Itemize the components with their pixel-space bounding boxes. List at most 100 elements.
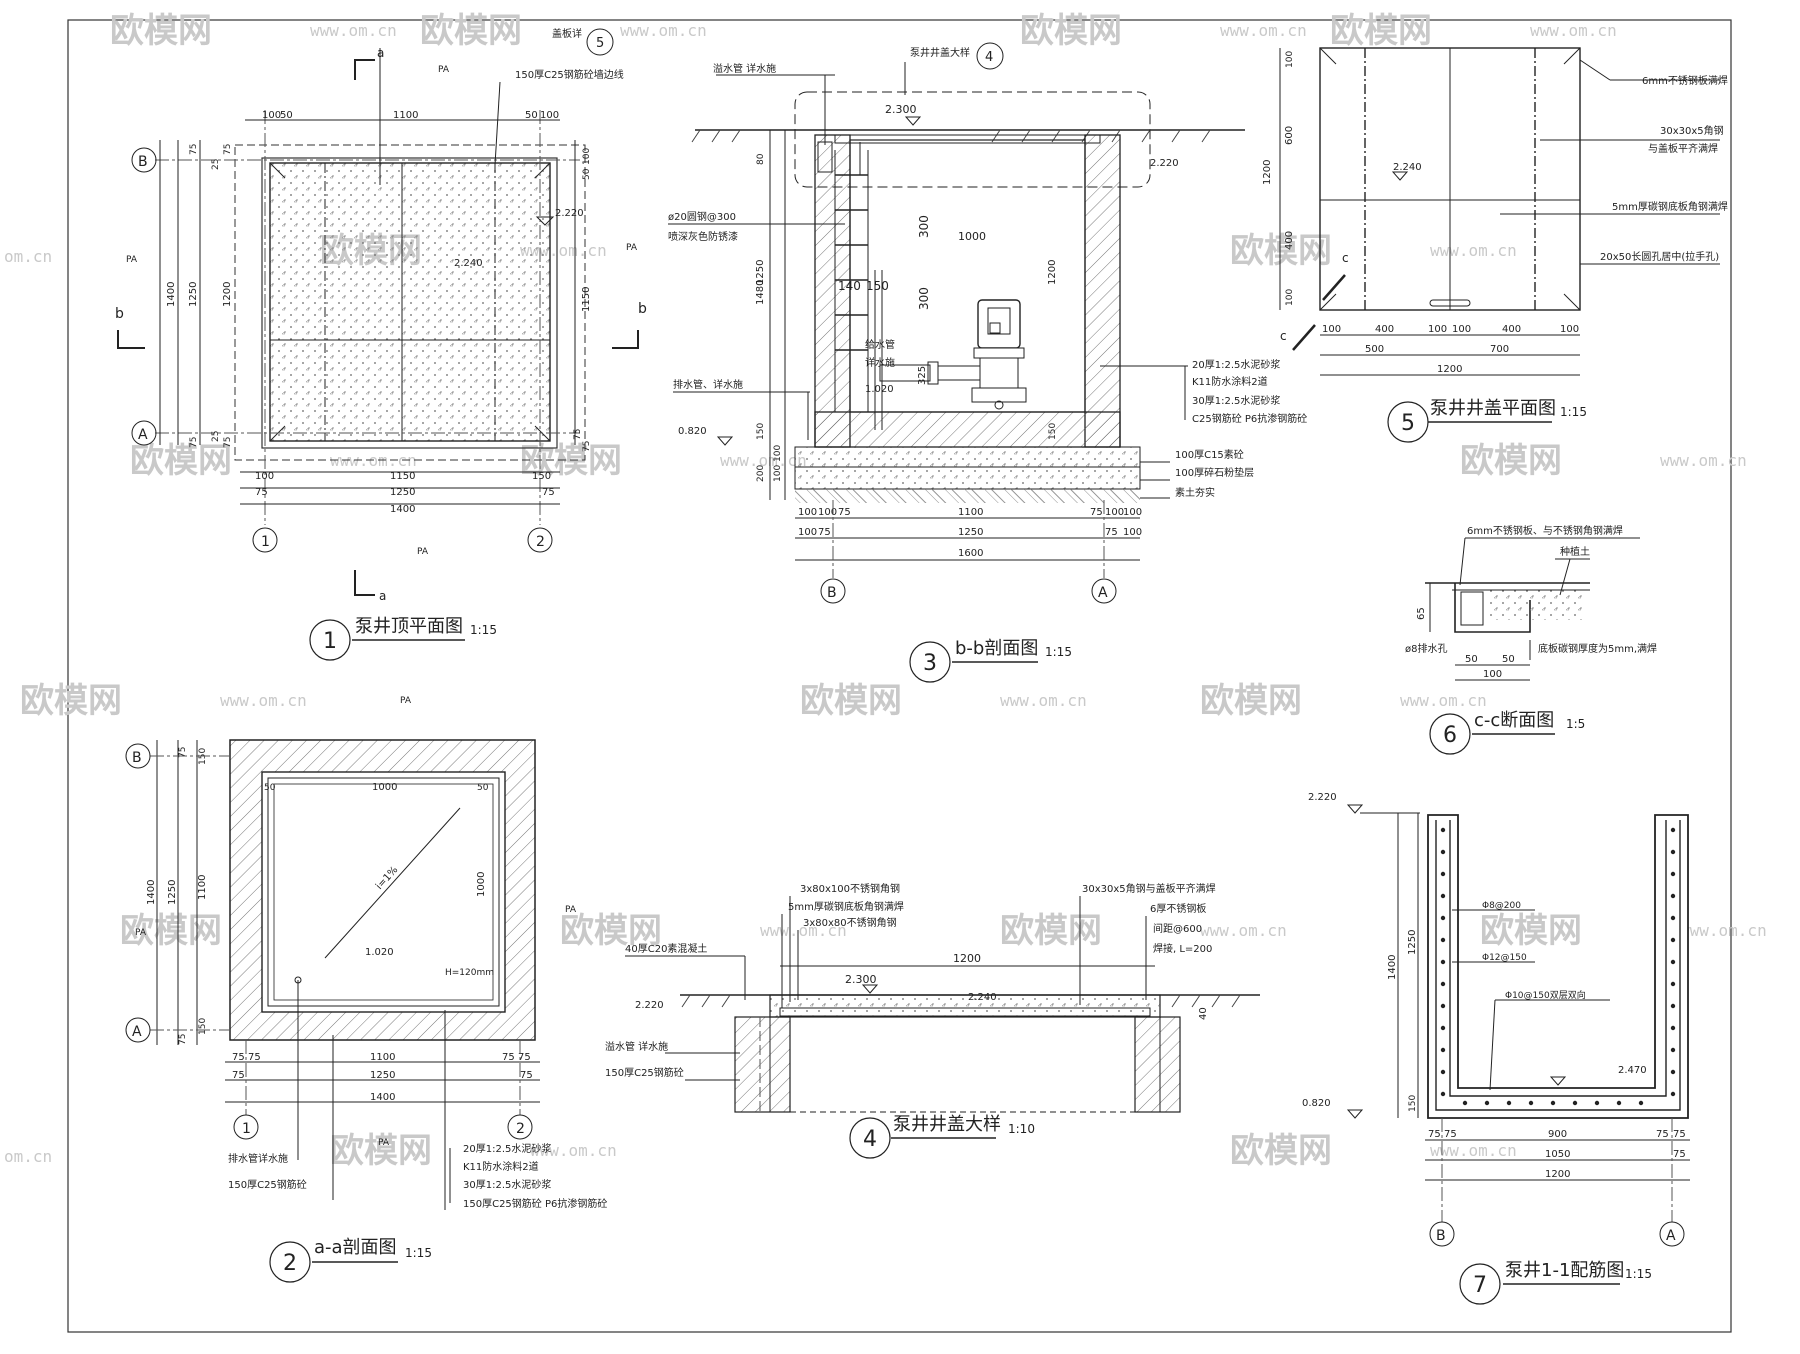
v1-dim: 1250 bbox=[188, 282, 199, 307]
v1-outline-dashed bbox=[234, 144, 586, 461]
cut-label: c bbox=[1280, 329, 1287, 343]
axis-label: B bbox=[827, 585, 837, 601]
v3-chamber bbox=[849, 139, 1086, 413]
v1-dim: 1400 bbox=[166, 282, 177, 307]
v1-level-inner: 2.240 bbox=[454, 258, 483, 269]
watermark-url: www.om.cn bbox=[1680, 921, 1767, 940]
v1-leader bbox=[494, 81, 501, 166]
cut-label: b bbox=[638, 301, 647, 317]
v3-dim: 150 bbox=[756, 423, 766, 440]
v1-pa: PA bbox=[417, 547, 429, 557]
v1-dim: 75 bbox=[255, 487, 268, 498]
rebar-dot bbox=[1594, 1100, 1600, 1106]
v2-level: 1.020 bbox=[365, 947, 394, 958]
rebar-dot bbox=[1670, 937, 1676, 943]
v1-dim: 75 bbox=[582, 441, 592, 452]
rebar-dot bbox=[1670, 1003, 1676, 1009]
rebar-dot bbox=[1670, 1091, 1676, 1097]
v6-title: c-c断面图 bbox=[1474, 710, 1554, 731]
v2-pa: PA bbox=[135, 928, 147, 938]
v5-dim: 400 bbox=[1284, 231, 1295, 250]
v2-dim: 75 bbox=[502, 1052, 515, 1063]
v7-level-low: 0.820 bbox=[1302, 1098, 1331, 1109]
v4-label: 6厚不锈钢板 bbox=[1150, 902, 1206, 915]
v3-dim: 100 bbox=[1123, 527, 1142, 538]
v1-ref-circle bbox=[586, 28, 614, 56]
v2-dim: 1250 bbox=[370, 1070, 395, 1081]
watermark-brand: 欧模网 bbox=[130, 441, 232, 481]
axis-label: A bbox=[1666, 1228, 1676, 1244]
v2-dim: 75 bbox=[178, 747, 188, 758]
v1-dim: 75 bbox=[573, 429, 583, 440]
v7-dim: 75 bbox=[1444, 1129, 1457, 1140]
v3-dim: 300 bbox=[917, 215, 931, 238]
v1-level-top: 2.220 bbox=[555, 208, 584, 219]
view-5-cover-plan: 2.240 6mm不锈钢板满焊 30x30x5角钢 与盖板平齐满焊 5mm厚碳钢… bbox=[1262, 47, 1728, 443]
v2-dim: 75 bbox=[248, 1052, 261, 1063]
v4-label: 3x80x80不锈钢角钢 bbox=[803, 916, 897, 929]
v3-supply2: 详水施 bbox=[865, 356, 895, 369]
v3-overflow: 溢水管 详水施 bbox=[713, 62, 776, 75]
v2-dim: 75 bbox=[178, 1034, 188, 1045]
v3-dim: 325 bbox=[917, 366, 928, 385]
v6-scale: 1:5 bbox=[1566, 717, 1585, 731]
watermark-brand: 欧模网 bbox=[1330, 11, 1432, 51]
v4-label: 40厚C20素混凝土 bbox=[625, 942, 707, 955]
v7-title-num: 7 bbox=[1473, 1273, 1487, 1298]
axis-label: A bbox=[132, 1024, 142, 1040]
v7-dim: 1050 bbox=[1545, 1149, 1570, 1160]
v3-dim: 150 bbox=[866, 279, 889, 293]
rebar-dot bbox=[1440, 959, 1446, 965]
v3-dim: 75 bbox=[1105, 527, 1118, 538]
view-6-section-cc: 6mm不锈钢板、与不锈钢角钢满焊 种植土 ø8排水孔 底板碳钢厚度为5mm,满焊… bbox=[1405, 524, 1657, 755]
v3-left-wall bbox=[814, 134, 851, 448]
axis-bubble-A bbox=[131, 420, 157, 446]
watermark-url: www.om.cn bbox=[1200, 921, 1287, 940]
v3-cover bbox=[834, 134, 1101, 144]
v2-title-circle bbox=[269, 1241, 311, 1283]
v2-dim: 1400 bbox=[370, 1092, 395, 1103]
v3-title: b-b剖面图 bbox=[955, 638, 1038, 659]
v3-dim: 1480 bbox=[755, 280, 766, 305]
v4-label: 焊接, L=200 bbox=[1153, 942, 1212, 955]
v4-dim: 1200 bbox=[953, 952, 981, 965]
v3-layer: C25钢筋砼 P6抗渗钢筋砼 bbox=[1192, 412, 1307, 425]
v4-label: 5mm厚碳钢底板角钢满焊 bbox=[788, 900, 904, 913]
watermark-brand: 欧模网 bbox=[1230, 1131, 1332, 1171]
axis-bubble-B bbox=[1429, 1221, 1455, 1247]
rebar-dot bbox=[1440, 1047, 1446, 1053]
v7-dim: 75 bbox=[1673, 1129, 1686, 1140]
axis-label: A bbox=[138, 427, 148, 443]
v6-dim: 100 bbox=[1483, 669, 1502, 680]
v5-dim: 1200 bbox=[1262, 160, 1273, 185]
watermark-brand: 欧模网 bbox=[1020, 11, 1122, 51]
v4-label: 3x80x100不锈钢角钢 bbox=[800, 882, 900, 895]
v1-dim: 25 bbox=[211, 431, 221, 442]
v2-liner-inner bbox=[273, 783, 494, 1001]
v2-slope-line bbox=[324, 807, 461, 959]
v6-base: 底板碳钢厚度为5mm,满焊 bbox=[1538, 642, 1657, 655]
axis-bubble-A bbox=[1091, 578, 1117, 604]
v5-note: 5mm厚碳钢底板角钢满焊 bbox=[1612, 200, 1728, 213]
v5-cut-c bbox=[1292, 324, 1316, 351]
v1-dim: 75 bbox=[189, 144, 199, 155]
axis-label: B bbox=[132, 750, 142, 766]
v5-dim: 100 bbox=[1560, 324, 1579, 335]
v5-dim: 1200 bbox=[1437, 364, 1462, 375]
rebar-dot bbox=[1440, 871, 1446, 877]
v7-dim: 1200 bbox=[1545, 1169, 1570, 1180]
watermark-url: www.om.cn bbox=[530, 1141, 617, 1160]
axis-bubble-B bbox=[131, 147, 157, 173]
v6-angle bbox=[1460, 591, 1484, 626]
v3-dim: 100 bbox=[798, 507, 817, 518]
v5-dim: 400 bbox=[1502, 324, 1521, 335]
watermark-brand: 欧模网 bbox=[1480, 911, 1582, 951]
v3-dim: 1000 bbox=[958, 230, 986, 243]
v6-title-num: 6 bbox=[1443, 723, 1457, 748]
v2-pa: PA bbox=[565, 905, 577, 915]
rebar-dot bbox=[1670, 1025, 1676, 1031]
watermark-url: www.om.cn bbox=[310, 21, 397, 40]
v1-dim: 1150 bbox=[390, 471, 415, 482]
v7-dim: 150 bbox=[1408, 1095, 1418, 1112]
v1-dim: 50 bbox=[280, 110, 293, 121]
